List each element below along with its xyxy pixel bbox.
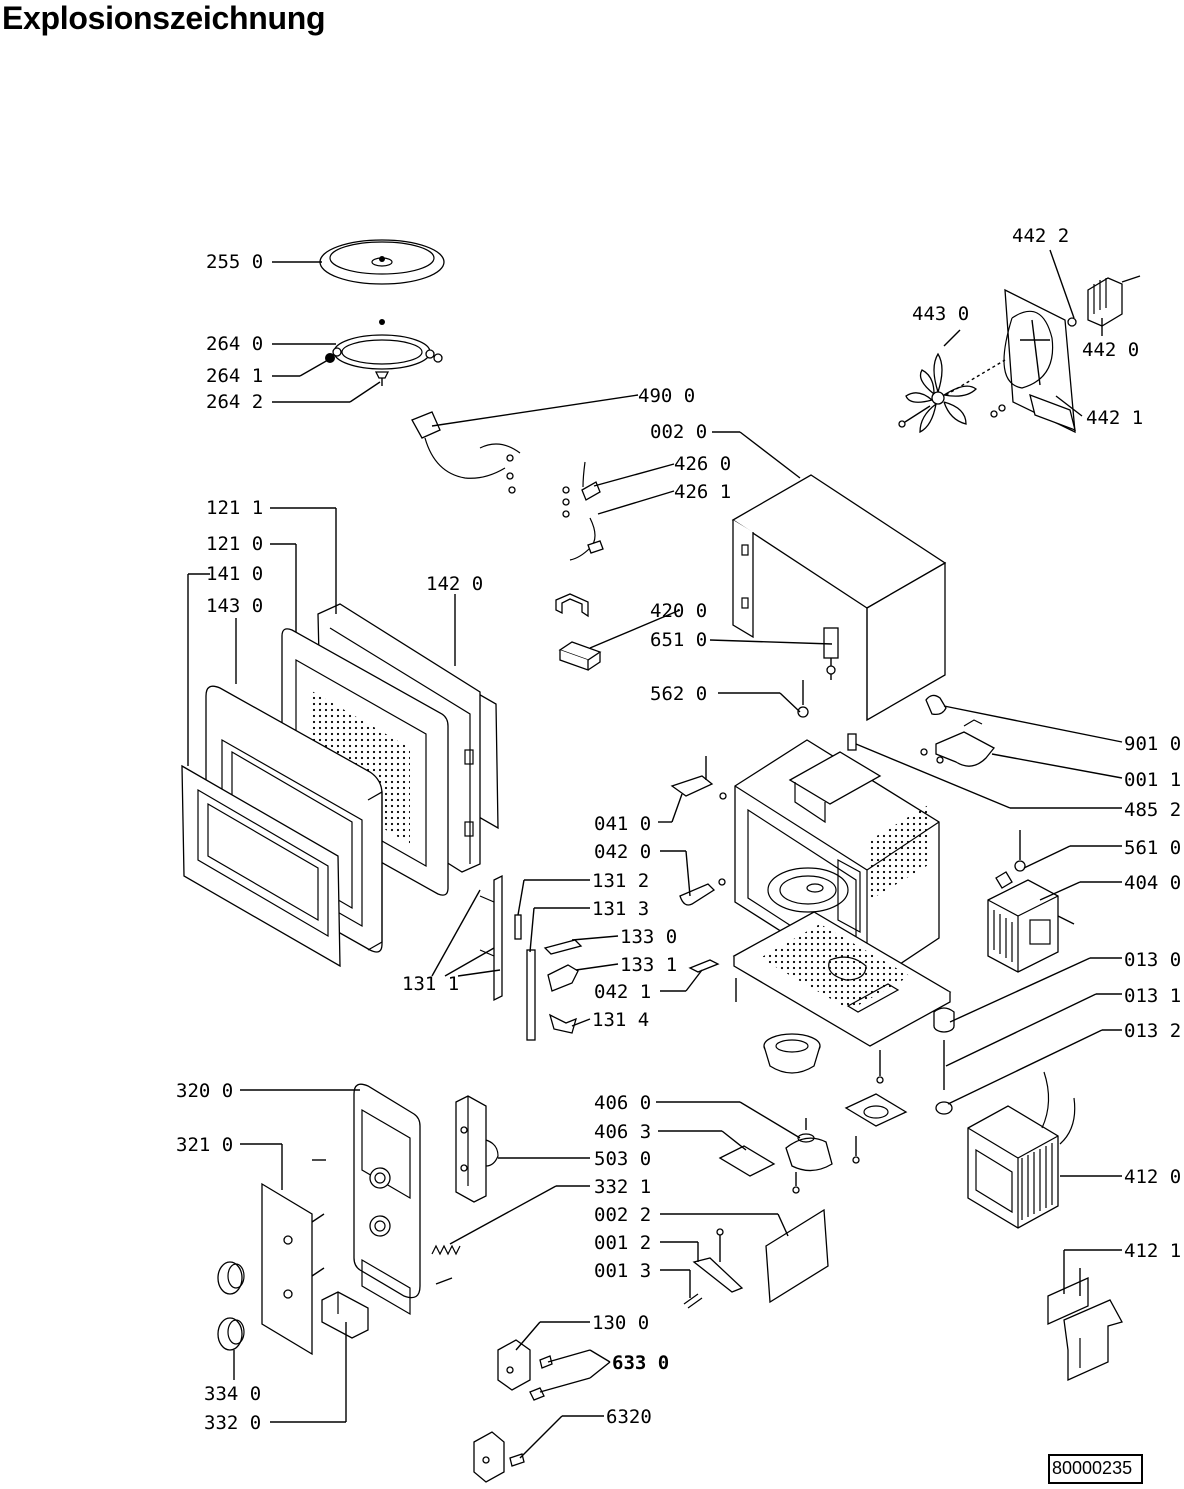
roller-ring-drawing: [325, 319, 443, 386]
part-label: 6320: [606, 1406, 652, 1428]
lamp-bracket-drawing: [920, 694, 995, 767]
hv-transformer-drawing: [967, 1071, 1076, 1229]
motor-mount-drawing: [844, 1093, 908, 1127]
page-title: Explosionszeichnung: [2, 0, 326, 36]
part-labels: 255 0 264 0 264 1 264 2 490 0 002 0 426 …: [176, 225, 1181, 1434]
screw-562-drawing: [797, 680, 809, 718]
part-label: 442 1: [1086, 407, 1143, 429]
fan-blade-drawing: [898, 352, 1006, 434]
part-label: 406 0: [594, 1092, 651, 1114]
turntable-motor-drawing: [718, 1118, 860, 1194]
magnetron-drawing: [987, 830, 1075, 973]
part-label: 443 0: [912, 303, 969, 325]
part-label: 264 1: [206, 365, 263, 387]
part-label: 561 0: [1124, 837, 1181, 859]
part-label: 490 0: [638, 385, 695, 407]
part-label: 131 2: [592, 870, 649, 892]
control-knobs-drawing: [217, 1261, 245, 1351]
part-label: 130 0: [592, 1312, 649, 1334]
document-number: 80000235: [1052, 1458, 1133, 1478]
part-label: 142 0: [426, 573, 483, 595]
part-label: 141 0: [206, 563, 263, 585]
part-label: 013 2: [1124, 1020, 1181, 1042]
part-label: 013 0: [1124, 949, 1181, 971]
feet-drawing: [933, 1007, 955, 1115]
thermal-fuse-drawing: [823, 627, 839, 680]
connector-485-drawing: [847, 733, 857, 751]
part-label: 420 0: [650, 600, 707, 622]
part-label: 320 0: [176, 1080, 233, 1102]
part-label: 651 0: [650, 629, 707, 651]
part-label: 406 3: [594, 1121, 651, 1143]
part-label: 412 1: [1124, 1240, 1181, 1262]
part-label: 426 0: [674, 453, 731, 475]
part-label: 562 0: [650, 683, 707, 705]
part-label: 143 0: [206, 595, 263, 617]
door-latch-drawing: [479, 874, 737, 1041]
part-label: 442 0: [1082, 339, 1139, 361]
part-label: 255 0: [206, 251, 263, 273]
part-label: 334 0: [204, 1383, 261, 1405]
label-plate-drawing: [261, 1182, 325, 1356]
part-label: 332 1: [594, 1176, 651, 1198]
part-label: 121 1: [206, 497, 263, 519]
part-label: 121 0: [206, 533, 263, 555]
part-label: 321 0: [176, 1134, 233, 1156]
oven-cavity-drawing: [734, 739, 940, 987]
part-label: 001 3: [594, 1260, 651, 1282]
document-number-box: [1048, 1454, 1143, 1484]
door-button-drawing: [321, 1291, 369, 1339]
cover-plate-drawing: [765, 1208, 829, 1304]
outer-cabinet-drawing: [731, 474, 947, 722]
part-label: 013 1: [1124, 985, 1181, 1007]
part-label: 264 2: [206, 391, 263, 413]
part-label: 485 2: [1124, 799, 1181, 821]
part-label: 131 4: [592, 1009, 649, 1031]
part-label: 001 2: [594, 1232, 651, 1254]
hinge-brackets-drawing: [670, 756, 727, 906]
microswitch-wires-drawing: [562, 461, 604, 561]
part-label: 133 1: [620, 954, 677, 976]
timer-module-drawing: [455, 1095, 499, 1203]
base-plate-drawing: [732, 911, 952, 1084]
part-label: 041 0: [594, 813, 651, 835]
part-label: 901 0: [1124, 733, 1181, 755]
control-panel-drawing: [353, 1083, 453, 1316]
part-label: 042 1: [594, 981, 651, 1003]
part-label: 633 0: [612, 1352, 669, 1374]
spring-drawing: [431, 1244, 461, 1256]
part-label: 001 1: [1124, 769, 1181, 791]
part-label: 042 0: [594, 841, 651, 863]
part-label: 442 2: [1012, 225, 1069, 247]
small-brackets-drawing: [683, 1228, 744, 1309]
part-label: 133 0: [620, 926, 677, 948]
part-label: 412 0: [1124, 1166, 1181, 1188]
part-label: 002 0: [650, 421, 707, 443]
part-label: 131 1: [402, 973, 459, 995]
interlock-switches-drawing: [473, 1339, 553, 1483]
transformer-bracket-drawing: [1047, 1268, 1123, 1382]
part-label: 264 0: [206, 333, 263, 355]
stirrer-cover-drawing: [763, 1033, 821, 1074]
leader-lines: [187, 249, 1123, 1459]
fuse-holder-drawing: [411, 411, 521, 494]
part-label: 131 3: [592, 898, 649, 920]
part-label: 426 1: [674, 481, 731, 503]
door-assembly-drawing: [181, 603, 499, 968]
part-label: 002 2: [594, 1204, 651, 1226]
part-label: 503 0: [594, 1148, 651, 1170]
part-label: 332 0: [204, 1412, 261, 1434]
turntable-plate-drawing: [319, 239, 445, 285]
part-label: 404 0: [1124, 872, 1181, 894]
hv-capacitor-drawing: [555, 593, 602, 671]
